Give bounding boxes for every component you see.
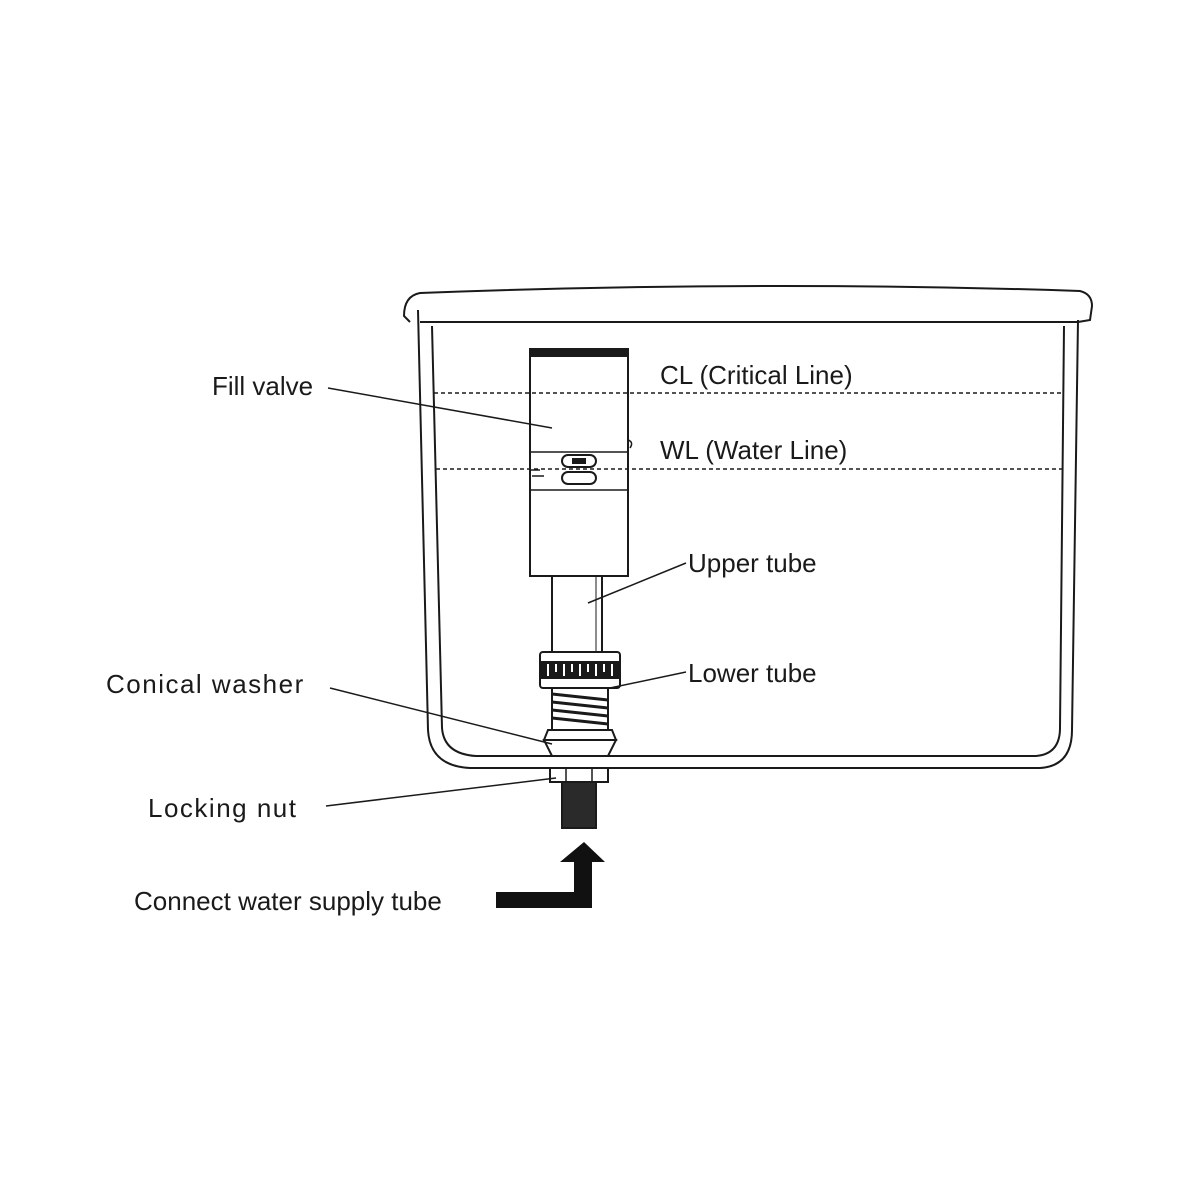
valve-slot-mark xyxy=(572,458,586,464)
label-fill-valve: Fill valve xyxy=(212,371,313,401)
locking-nut xyxy=(549,767,609,783)
leader-conical-washer xyxy=(329,687,553,745)
valve-side-notch-left xyxy=(530,469,544,477)
label-critical-line: CL (Critical Line) xyxy=(660,360,853,390)
fill-valve xyxy=(529,348,633,577)
fill-valve-cap xyxy=(529,348,629,357)
shank-threads xyxy=(551,692,609,726)
leader-upper-tube xyxy=(587,562,687,604)
leader-locking-nut xyxy=(325,777,557,807)
label-conical-washer: Conical washer xyxy=(106,669,305,699)
label-locking-nut: Locking nut xyxy=(148,793,297,823)
upper-tube xyxy=(551,576,603,652)
supply-arrow xyxy=(496,842,605,908)
valve-side-clip xyxy=(627,439,633,449)
lower-tube xyxy=(539,651,621,689)
lower-tube-scale-marks xyxy=(547,664,613,676)
tank-rim xyxy=(402,284,1094,323)
valve-slot-lower xyxy=(561,471,597,485)
leader-lower-tube xyxy=(609,671,687,689)
conical-washer xyxy=(542,729,618,757)
toilet-tank xyxy=(402,284,1094,769)
fill-valve-body xyxy=(529,355,629,577)
threaded-shank xyxy=(551,687,609,731)
label-water-line: WL (Water Line) xyxy=(660,435,847,465)
label-lower-tube: Lower tube xyxy=(688,658,817,688)
inlet-pipe xyxy=(561,781,597,829)
tank-outer-wall xyxy=(417,309,1079,769)
label-connect-supply: Connect water supply tube xyxy=(134,886,442,916)
leader-lines xyxy=(325,387,687,807)
label-upper-tube: Upper tube xyxy=(688,548,817,578)
leader-fill-valve xyxy=(327,387,553,429)
tank-inner-wall xyxy=(431,325,1065,757)
